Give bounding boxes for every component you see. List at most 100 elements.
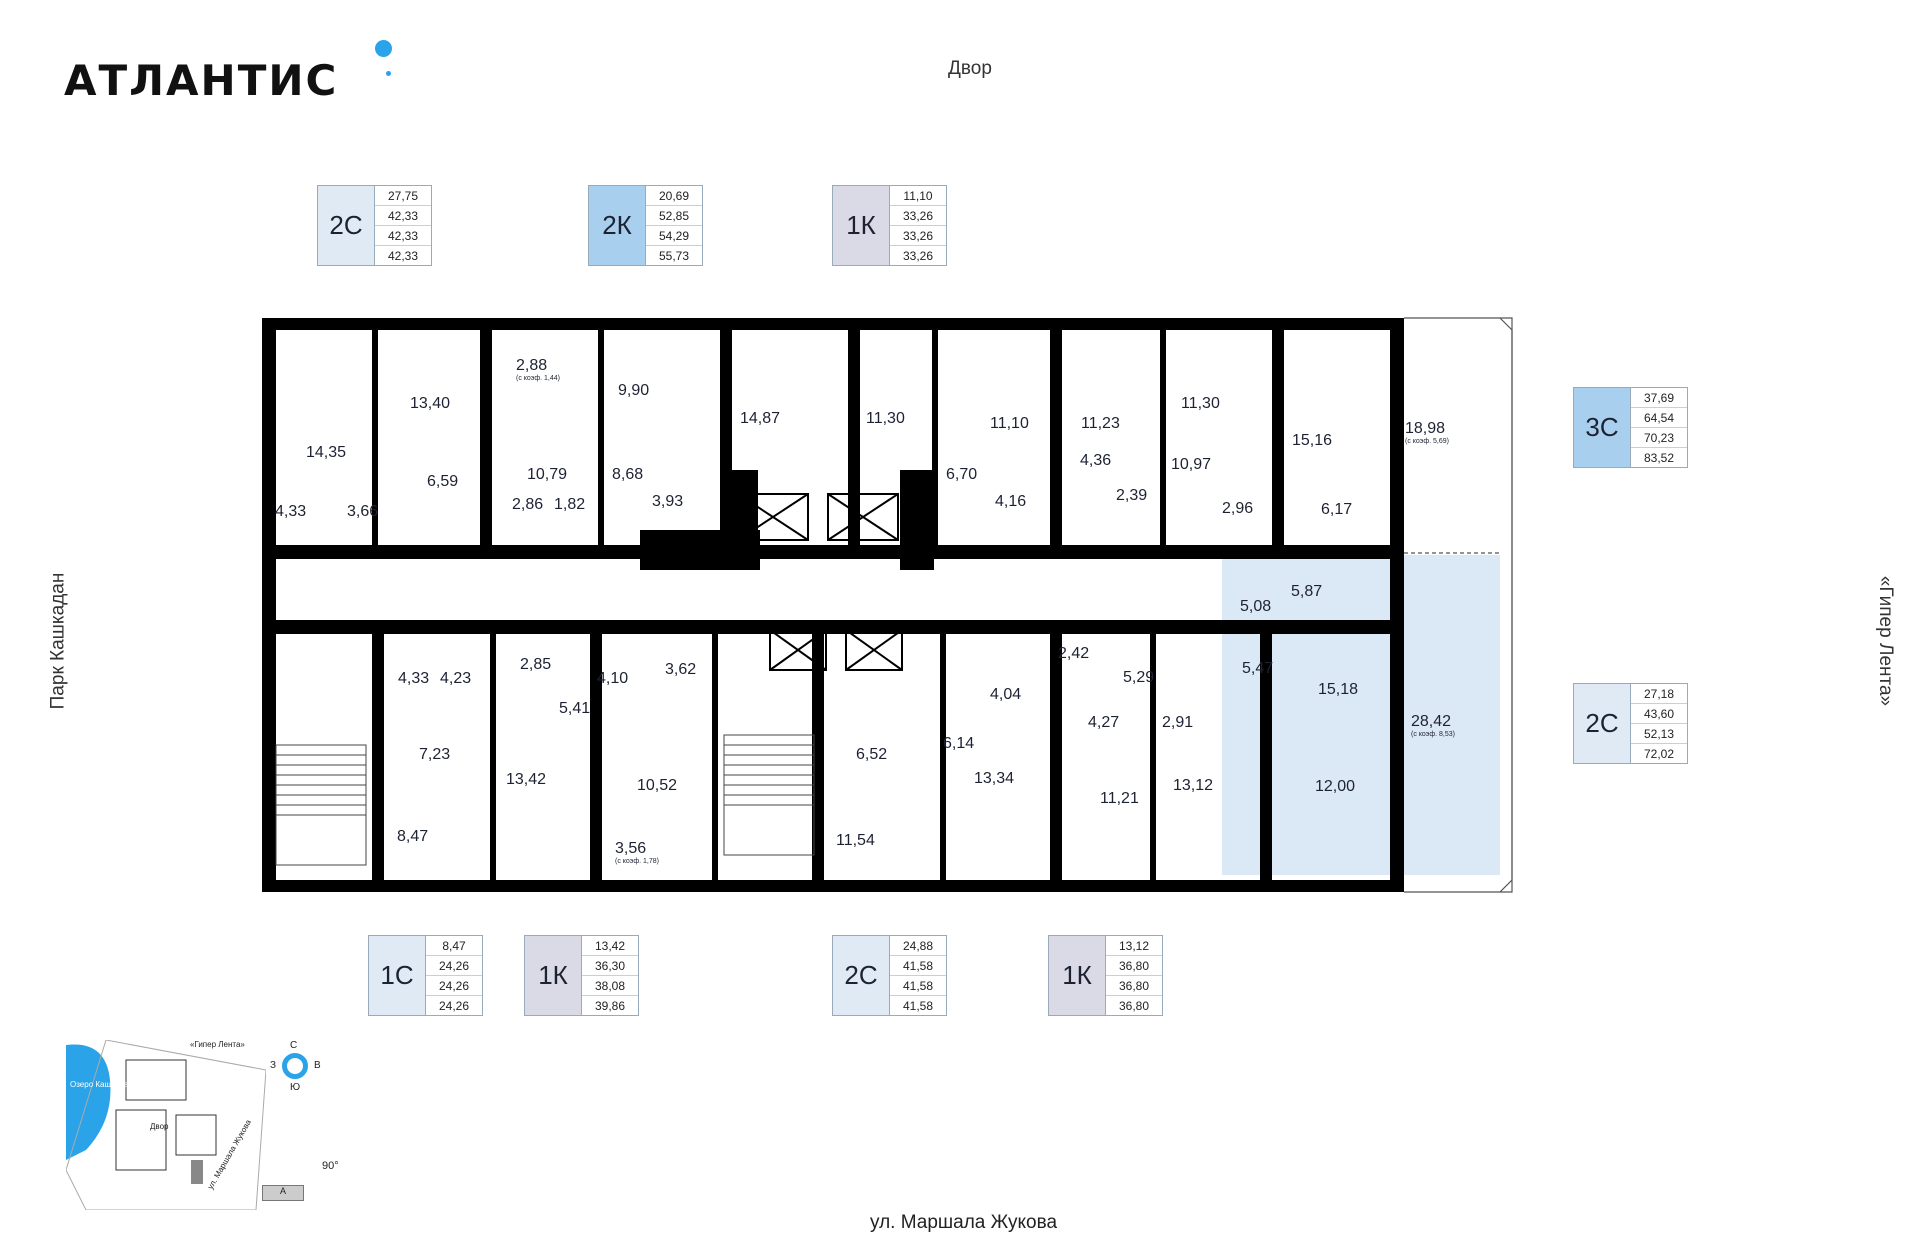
room-area-label: 4,27: [1088, 714, 1119, 732]
room-area-label: 6,59: [427, 473, 458, 491]
legend-area-value: 70,23: [1631, 428, 1687, 448]
minimap-lake-label: Озеро Кашкадан: [70, 1080, 133, 1089]
legend-area-value: 52,85: [646, 206, 702, 226]
room-area-value: 2,86: [512, 496, 544, 513]
legend-area-value: 36,80: [1106, 956, 1162, 976]
compass-south: Ю: [290, 1082, 301, 1093]
room-area-label: 5,47: [1242, 660, 1273, 678]
room-area-value: 4,04: [990, 686, 1022, 703]
room-area-value: 9,90: [618, 382, 650, 399]
room-area-label: 3,62: [665, 661, 696, 679]
room-area-label: 10,79: [527, 466, 567, 484]
brand-logo: АТЛАНТИС: [64, 56, 339, 105]
room-area-value: 1,82: [554, 496, 586, 513]
room-area-label: 6,17: [1321, 501, 1352, 519]
room-area-value: 5,87: [1291, 583, 1323, 600]
room-area-label: 2,85: [520, 656, 551, 674]
legend-code: 2К: [589, 186, 645, 265]
legend-code: 1К: [833, 186, 889, 265]
legend-area-value: 39,86: [594, 998, 626, 1013]
room-area-label: 11,21: [1100, 790, 1139, 808]
room-area-value: 13,12: [1173, 777, 1214, 794]
room-area-label: 7,23: [419, 746, 450, 764]
room-area-value: 10,52: [637, 777, 678, 794]
room-area-value: 11,54: [836, 832, 875, 849]
room-area-value: 3,56: [615, 840, 647, 857]
room-area-note: (с коэф. 1,78): [615, 858, 659, 865]
room-area-value: 3,66: [347, 503, 379, 520]
room-area-value: 6,52: [856, 746, 888, 763]
room-area-label: 4,04: [990, 686, 1021, 704]
room-area-value: 4,36: [1080, 452, 1112, 469]
room-area-value: 11,23: [1081, 415, 1120, 432]
room-area-value: 6,14: [943, 735, 975, 752]
legend-area-value: 33,26: [890, 226, 946, 246]
room-area-label: 13,42: [506, 771, 546, 789]
room-area-label: 11,30: [866, 410, 905, 428]
legend-code: 3С: [1574, 388, 1630, 467]
room-area-value: 18,98: [1405, 420, 1446, 437]
room-area-label: 3,93: [652, 493, 683, 511]
room-area-value: 4,27: [1088, 714, 1120, 731]
legend-area-value: 41,58: [902, 998, 934, 1013]
room-area-value: 2,96: [1222, 500, 1254, 517]
legend-code: 2С: [318, 186, 374, 265]
lake-shape: [66, 1044, 111, 1160]
room-area-value: 13,42: [506, 771, 547, 788]
room-area-label: 28,42(с коэф. 8,53): [1411, 713, 1455, 738]
room-area-value: 2,85: [520, 656, 552, 673]
legend-area-value: 41,58: [890, 956, 946, 976]
room-area-value: 14,35: [306, 444, 347, 461]
room-area-value: 14,87: [740, 410, 781, 427]
room-area-label: 10,97: [1171, 456, 1211, 474]
legend-area-value: 42,33: [375, 226, 431, 246]
legend-area-value: 36,80: [1118, 998, 1150, 1013]
compass-east: В: [314, 1060, 321, 1071]
room-area-value: 10,97: [1171, 456, 1212, 473]
room-area-value: 4,33: [398, 670, 430, 687]
room-area-label: 15,16: [1292, 432, 1332, 450]
room-area-label: 13,40: [410, 395, 450, 413]
legend-area-value: 37,69: [1631, 388, 1687, 408]
room-area-label: 8,47: [397, 828, 428, 846]
legend-area-value: 64,54: [1631, 408, 1687, 428]
room-area-label: 13,12: [1173, 777, 1213, 795]
room-area-value: 5,41: [559, 700, 591, 717]
site-minimap: [66, 1040, 266, 1210]
room-area-value: 5,08: [1240, 598, 1272, 615]
section-badge: А: [262, 1185, 304, 1201]
room-area-label: 3,56(с коэф. 1,78): [615, 840, 659, 865]
legend-area-value: 36,30: [582, 956, 638, 976]
room-area-label: 4,10: [597, 670, 628, 688]
room-area-value: 2,39: [1116, 487, 1148, 504]
room-area-value: 13,40: [410, 395, 451, 412]
room-area-label: 15,18: [1318, 681, 1358, 699]
legend-area-value: 42,33: [387, 248, 419, 263]
room-area-label: 5,87: [1291, 583, 1322, 601]
minimap-yard-label: Двор: [150, 1122, 169, 1131]
minimap-store-label: «Гипер Лента»: [190, 1040, 245, 1049]
legend-area-value: 24,88: [890, 936, 946, 956]
room-area-label: 2,91: [1162, 714, 1193, 732]
compass-west: З: [270, 1060, 277, 1071]
legend-area-value: 72,02: [1643, 746, 1675, 761]
stairs: [275, 734, 815, 866]
room-area-label: 2,42: [1058, 645, 1089, 663]
orientation-right: «Гипер Лента»: [1875, 575, 1897, 707]
room-area-value: 4,23: [440, 670, 472, 687]
room-area-label: 2,39: [1116, 487, 1147, 505]
room-area-value: 8,68: [612, 466, 644, 483]
orientation-top: Двор: [948, 58, 992, 79]
room-area-value: 3,93: [652, 493, 684, 510]
